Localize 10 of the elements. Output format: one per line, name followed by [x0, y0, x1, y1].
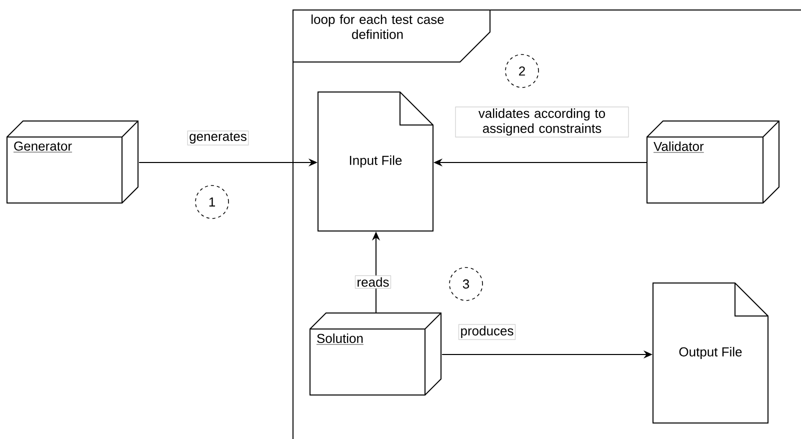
cube-node: Solution — [310, 312, 442, 396]
callout-number: 3 — [449, 267, 483, 301]
edge-label: validates according to assigned constraints — [455, 106, 629, 138]
cube-node: Validator — [646, 120, 780, 204]
edge-label: produces — [458, 324, 516, 340]
callout-number: 2 — [505, 54, 539, 88]
edge-label: reads — [354, 275, 392, 289]
edge-label: generates — [187, 130, 249, 146]
cube-node: Generator — [6, 120, 138, 204]
callout-number: 1 — [195, 185, 229, 219]
